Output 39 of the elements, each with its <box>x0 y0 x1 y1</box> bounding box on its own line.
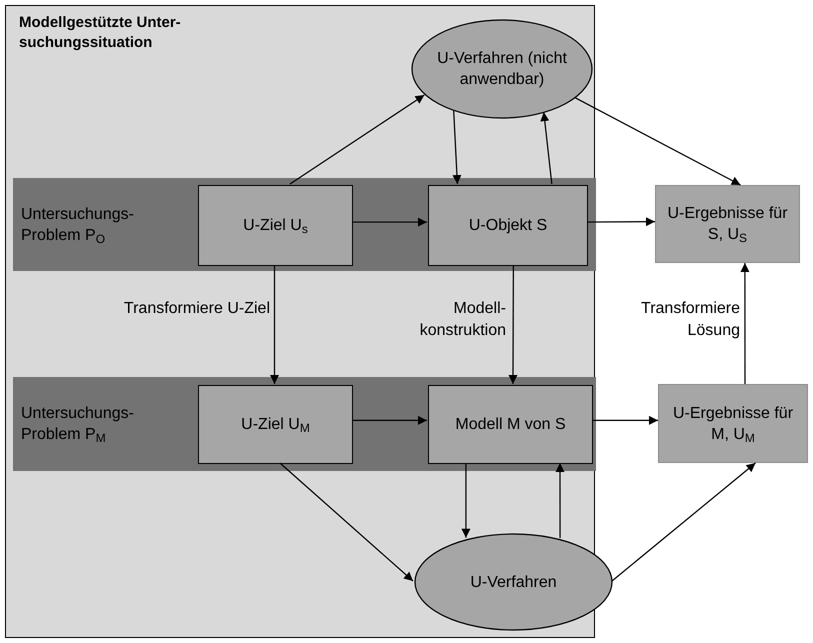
node-text: U-Ziel U$_{s}$ <box>242 216 309 236</box>
band-label: Untersuchungs- Problem P$_{O}$ <box>21 205 135 246</box>
problem-band <box>13 178 596 271</box>
process-box <box>198 185 353 266</box>
result-box <box>655 185 800 263</box>
arrow <box>352 416 427 425</box>
arrow <box>592 416 658 425</box>
arrow <box>290 94 425 184</box>
arrow <box>587 217 655 226</box>
node-text: Modell M von S <box>454 415 567 435</box>
arrow <box>540 112 552 184</box>
edge-label: Transformiere Lösung <box>640 299 740 341</box>
node-text: U-Ergebnisse für S, U$_{S}$ <box>666 204 789 245</box>
node-text: U-Ergebnisse für M, U$_{M}$ <box>672 404 794 444</box>
arrow <box>556 463 564 538</box>
arrow <box>508 265 518 384</box>
node-text: U-Verfahren <box>469 572 558 592</box>
arrow <box>574 96 741 186</box>
band-label: Untersuchungs- Problem P$_{M}$ <box>21 404 135 445</box>
result-box <box>658 384 808 463</box>
panel-title: Modellgestützte Unter- suchungssituation <box>19 13 182 53</box>
arrow <box>352 218 427 227</box>
node-text: U-Verfahren (nicht anwendbar) <box>436 49 568 90</box>
process-box <box>428 385 593 464</box>
arrow <box>280 462 414 582</box>
node-text: U-Objekt S <box>468 216 548 236</box>
node-text: U-Ziel U$_{M}$ <box>240 415 311 435</box>
arrow <box>270 265 279 384</box>
arrow <box>740 263 750 384</box>
problem-band <box>13 377 596 471</box>
method-ellipse <box>411 19 593 119</box>
process-box <box>428 185 588 266</box>
edge-label: Modell- konstruktion <box>418 299 506 341</box>
process-box <box>198 385 353 464</box>
arrow <box>612 462 756 582</box>
edge-label: Transformiere U-Ziel <box>124 299 270 319</box>
arrow <box>452 110 462 184</box>
method-ellipse <box>414 533 613 631</box>
arrow <box>461 463 470 538</box>
